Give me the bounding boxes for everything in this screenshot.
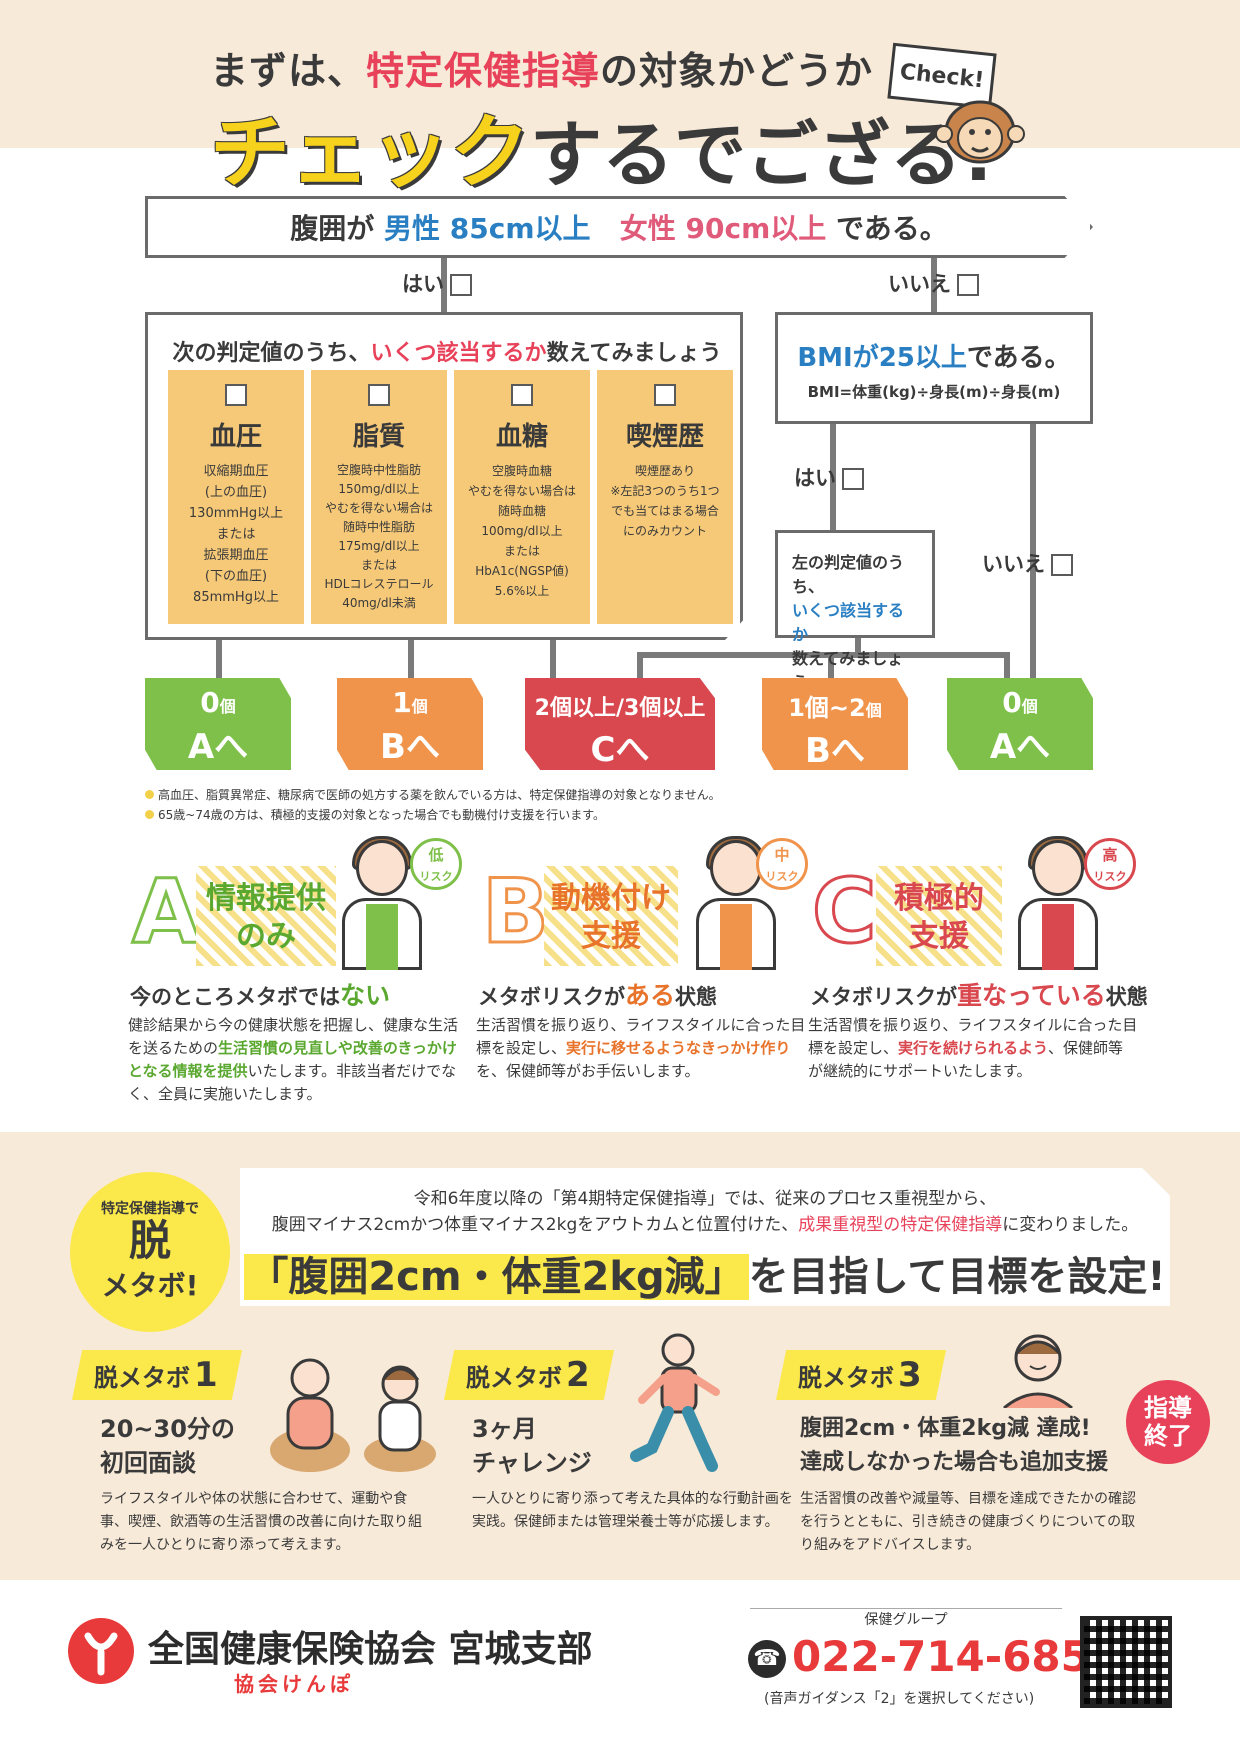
connector-line [1030, 424, 1036, 684]
bmi-no-label: いいえ [982, 548, 1073, 578]
no-label: いいえ [888, 268, 979, 298]
bmi-no-checkbox[interactable] [1051, 554, 1073, 576]
goal-headline: 「腹囲2cm・体重2kg減」を目指して目標を設定! [240, 1244, 1170, 1302]
result-0-a: 0個 Aへ [145, 678, 291, 770]
note-item: 65歳~74歳の方は、積極的支援の対象となった場合でも動機付け支援を行います。 [145, 805, 721, 825]
result-1-2-b: 1個~2個 Bへ [762, 678, 908, 770]
step-1-description: ライフスタイルや体の状態に合わせて、運動や食事、喫煙、飲酒等の生活習慣の改善に向… [100, 1491, 422, 1553]
level-c-letter: C [811, 859, 879, 965]
connector-line [550, 640, 556, 682]
bmi-yes-label: はい [794, 462, 864, 492]
level-b-letter: B [480, 859, 550, 965]
level-a-status: 今のところメタボではない [130, 981, 391, 1010]
qr-code-icon[interactable] [1080, 1616, 1172, 1708]
connector-line [637, 652, 1007, 658]
level-b-status: メタボリスクがある状態 [478, 981, 718, 1010]
step-3-description: 生活習慣の改善や減量等、目標を達成できたかの確認を行うとともに、引き続きの健康づ… [800, 1491, 1136, 1553]
kyokai-kenpo-logo-icon [68, 1618, 134, 1684]
notes: 高血圧、脂質異常症、糖尿病で医師の処方する薬を飲んでいる方は、特定保健指導の対象… [145, 785, 721, 825]
header-line-1: まずは、特定保健指導の対象かどうか [210, 49, 874, 93]
criterion-blood-pressure: 血圧 収縮期血圧 (上の血圧) 130mmHg以上 または 拡張期血圧 (下の血… [168, 370, 304, 624]
level-b-title: 動機付け支援 [544, 866, 678, 966]
level-c-description: 生活習慣を振り返り、ライフスタイルに合った目標を設定し、実行を続けられるよう、保… [808, 1016, 1138, 1080]
connector-line [637, 652, 643, 682]
phone-number[interactable]: 022-714-6850 [792, 1632, 1120, 1681]
step-2-description: 一人ひとりに寄り添って考えた具体的な行動計画を実践。保健師または管理栄養士等が応… [472, 1491, 793, 1530]
bmi-question-box: BMIが25以上である。 BMI=体重(kg)÷身長(m)÷身長(m) [775, 312, 1093, 424]
connector-line [216, 640, 222, 682]
waist-question-box: 腹囲が 男性 85cm以上 女性 90cm以上 である。 [145, 196, 1093, 258]
risk-badge-mid: 中リスク [756, 838, 808, 890]
voice-guidance-note: (音声ガイダンス「2」を選択してください) [764, 1691, 1035, 1707]
connector-line [441, 258, 447, 314]
result-0-a-bmi: 0個 Aへ [947, 678, 1093, 770]
connector-line [830, 424, 836, 532]
bmi-yes-checkbox[interactable] [842, 468, 864, 490]
connector-line [828, 652, 834, 682]
risk-badge-high: 高リスク [1084, 838, 1136, 890]
smiling-person-illustration [990, 1330, 1086, 1410]
yes-checkbox[interactable] [450, 274, 472, 296]
group-label: 保健グループ [750, 1608, 1062, 1629]
result-2plus-c: 2個以上/3個以上 Cへ [525, 678, 715, 770]
level-c-status: メタボリスクが重なっている状態 [810, 981, 1148, 1010]
criterion-smoking: 喫煙歴 喫煙歴あり ※左記3つのうち1つ でも当てはまる場合 にのみカウント [597, 370, 733, 624]
level-a-letter: A [130, 859, 201, 965]
connector-line [1004, 652, 1010, 682]
header-band [0, 0, 1240, 148]
step-1-title: 20~30分の 初回面談 [100, 1415, 235, 1477]
criterion-blood-sugar: 血糖 空腹時血糖 やむを得ない場合は 随時血糖 100mg/dl以上 または H… [454, 370, 590, 624]
criterion-checkbox[interactable] [225, 384, 247, 406]
bmi-formula: BMI=体重(kg)÷身長(m)÷身長(m) [807, 383, 1061, 401]
step-2-title: 3ヶ月 チャレンジ [472, 1415, 592, 1477]
criterion-checkbox[interactable] [511, 384, 533, 406]
criteria-box: 次の判定値のうち、いくつ該当するか数えてみましょう 血圧 収縮期血圧 (上の血圧… [145, 312, 743, 640]
count-hint-box: 左の判定値のうち、いくつ該当するか数えてみましょう [775, 530, 935, 692]
connector-line [408, 640, 414, 682]
bmi-title: BMIが25以上である。 [797, 343, 1071, 373]
organization-subname: 協会けんぽ [234, 1672, 354, 1696]
phone-icon: ☎ [748, 1640, 786, 1678]
connector-line [931, 258, 937, 314]
step-3-title: 腹囲2cm・体重2kg減 達成! 達成しなかった場合も追加支援 [800, 1416, 1109, 1475]
yes-label: はい [402, 268, 472, 298]
level-b-description: 生活習慣を振り返り、ライフスタイルに合った目標を設定し、実行に移せるようなきっか… [476, 1016, 806, 1080]
no-checkbox[interactable] [957, 274, 979, 296]
goal-box: 令和6年度以降の「第4期特定保健指導」では、従来のプロセス重視型から、 腹囲マイ… [240, 1168, 1170, 1306]
result-1-b: 1個 Bへ [337, 678, 483, 770]
monkey-mascot-icon [930, 92, 1030, 166]
level-a-description: 健診結果から今の健康状態を把握し、健康な生活を送るための生活習慣の見直しや改善の… [128, 1016, 459, 1103]
criterion-lipid: 脂質 空腹時中性脂肪 150mg/dl以上 やむを得ない場合は 随時中性脂肪 1… [311, 370, 447, 624]
nurse-illustration-a [336, 836, 428, 970]
level-a-title: 情報提供のみ [196, 866, 336, 966]
note-item: 高血圧、脂質異常症、糖尿病で医師の処方する薬を飲んでいる方は、特定保健指導の対象… [145, 785, 721, 805]
datsu-metabo-bubble: 特定保健指導で 脱 メタボ! [70, 1172, 230, 1332]
organization-name: 全国健康保険協会 宮城支部 [148, 1629, 593, 1670]
criteria-title: 次の判定値のうち、いくつ該当するか数えてみましょう [172, 341, 722, 366]
criterion-checkbox[interactable] [368, 384, 390, 406]
header-line-2: チェックするでござる! [210, 106, 995, 199]
level-c-title: 積極的支援 [876, 866, 1002, 966]
criterion-checkbox[interactable] [654, 384, 676, 406]
risk-badge-low: 低リスク [410, 838, 462, 890]
connector-line [855, 638, 861, 658]
walking-person-illustration [616, 1330, 736, 1474]
guidance-end-badge: 指導終了 [1126, 1380, 1210, 1464]
consultation-illustration [262, 1350, 442, 1474]
